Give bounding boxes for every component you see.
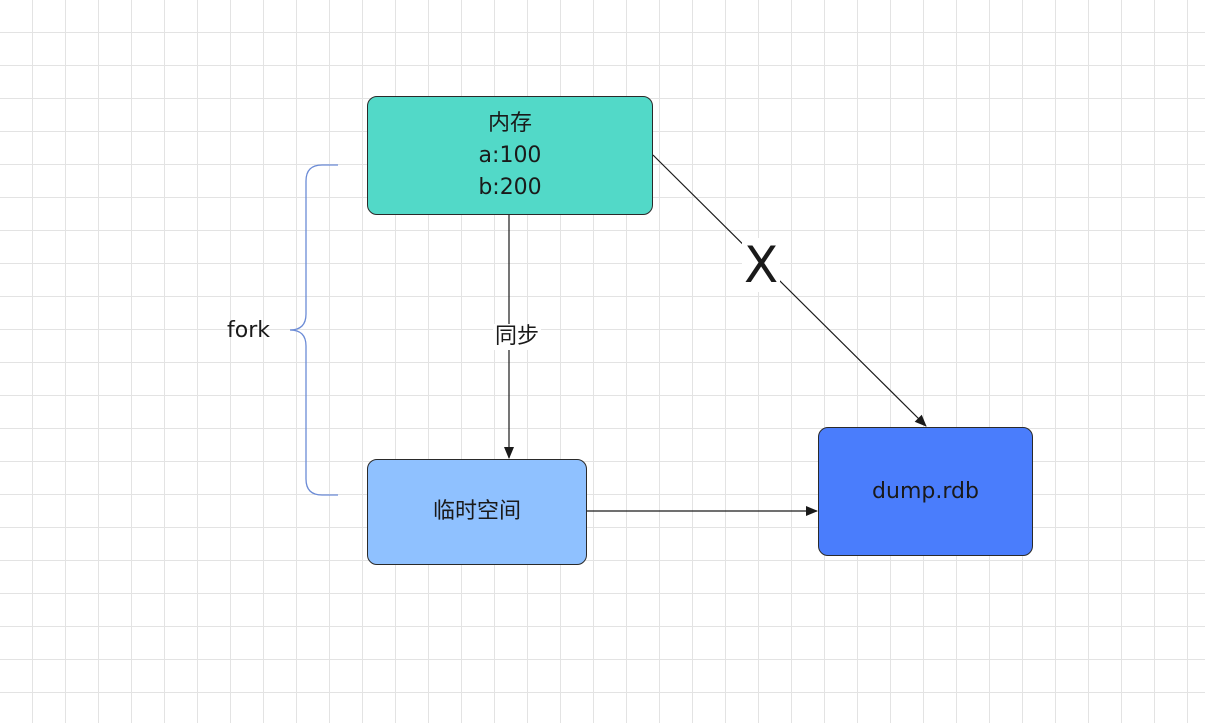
fork-brace[interactable]: [289, 164, 338, 496]
temp-space-label: 临时空间: [432, 499, 521, 524]
temp-space-node[interactable]: 临时空间: [367, 459, 587, 565]
blocked-edge-label: X: [742, 236, 781, 294]
memory-title: 内存: [487, 110, 532, 136]
sync-edge-label: 同步: [493, 324, 542, 350]
dump-rdb-label: dump.rdb: [872, 478, 979, 504]
memory-value-a: a:100: [478, 142, 542, 168]
edge-memory-to-dump[interactable]: [652, 154, 927, 427]
dump-rdb-node[interactable]: dump.rdb: [818, 427, 1033, 556]
memory-node[interactable]: 内存 a:100 b:200: [367, 96, 653, 215]
fork-label: fork: [227, 318, 270, 343]
memory-value-b: b:200: [478, 174, 542, 200]
